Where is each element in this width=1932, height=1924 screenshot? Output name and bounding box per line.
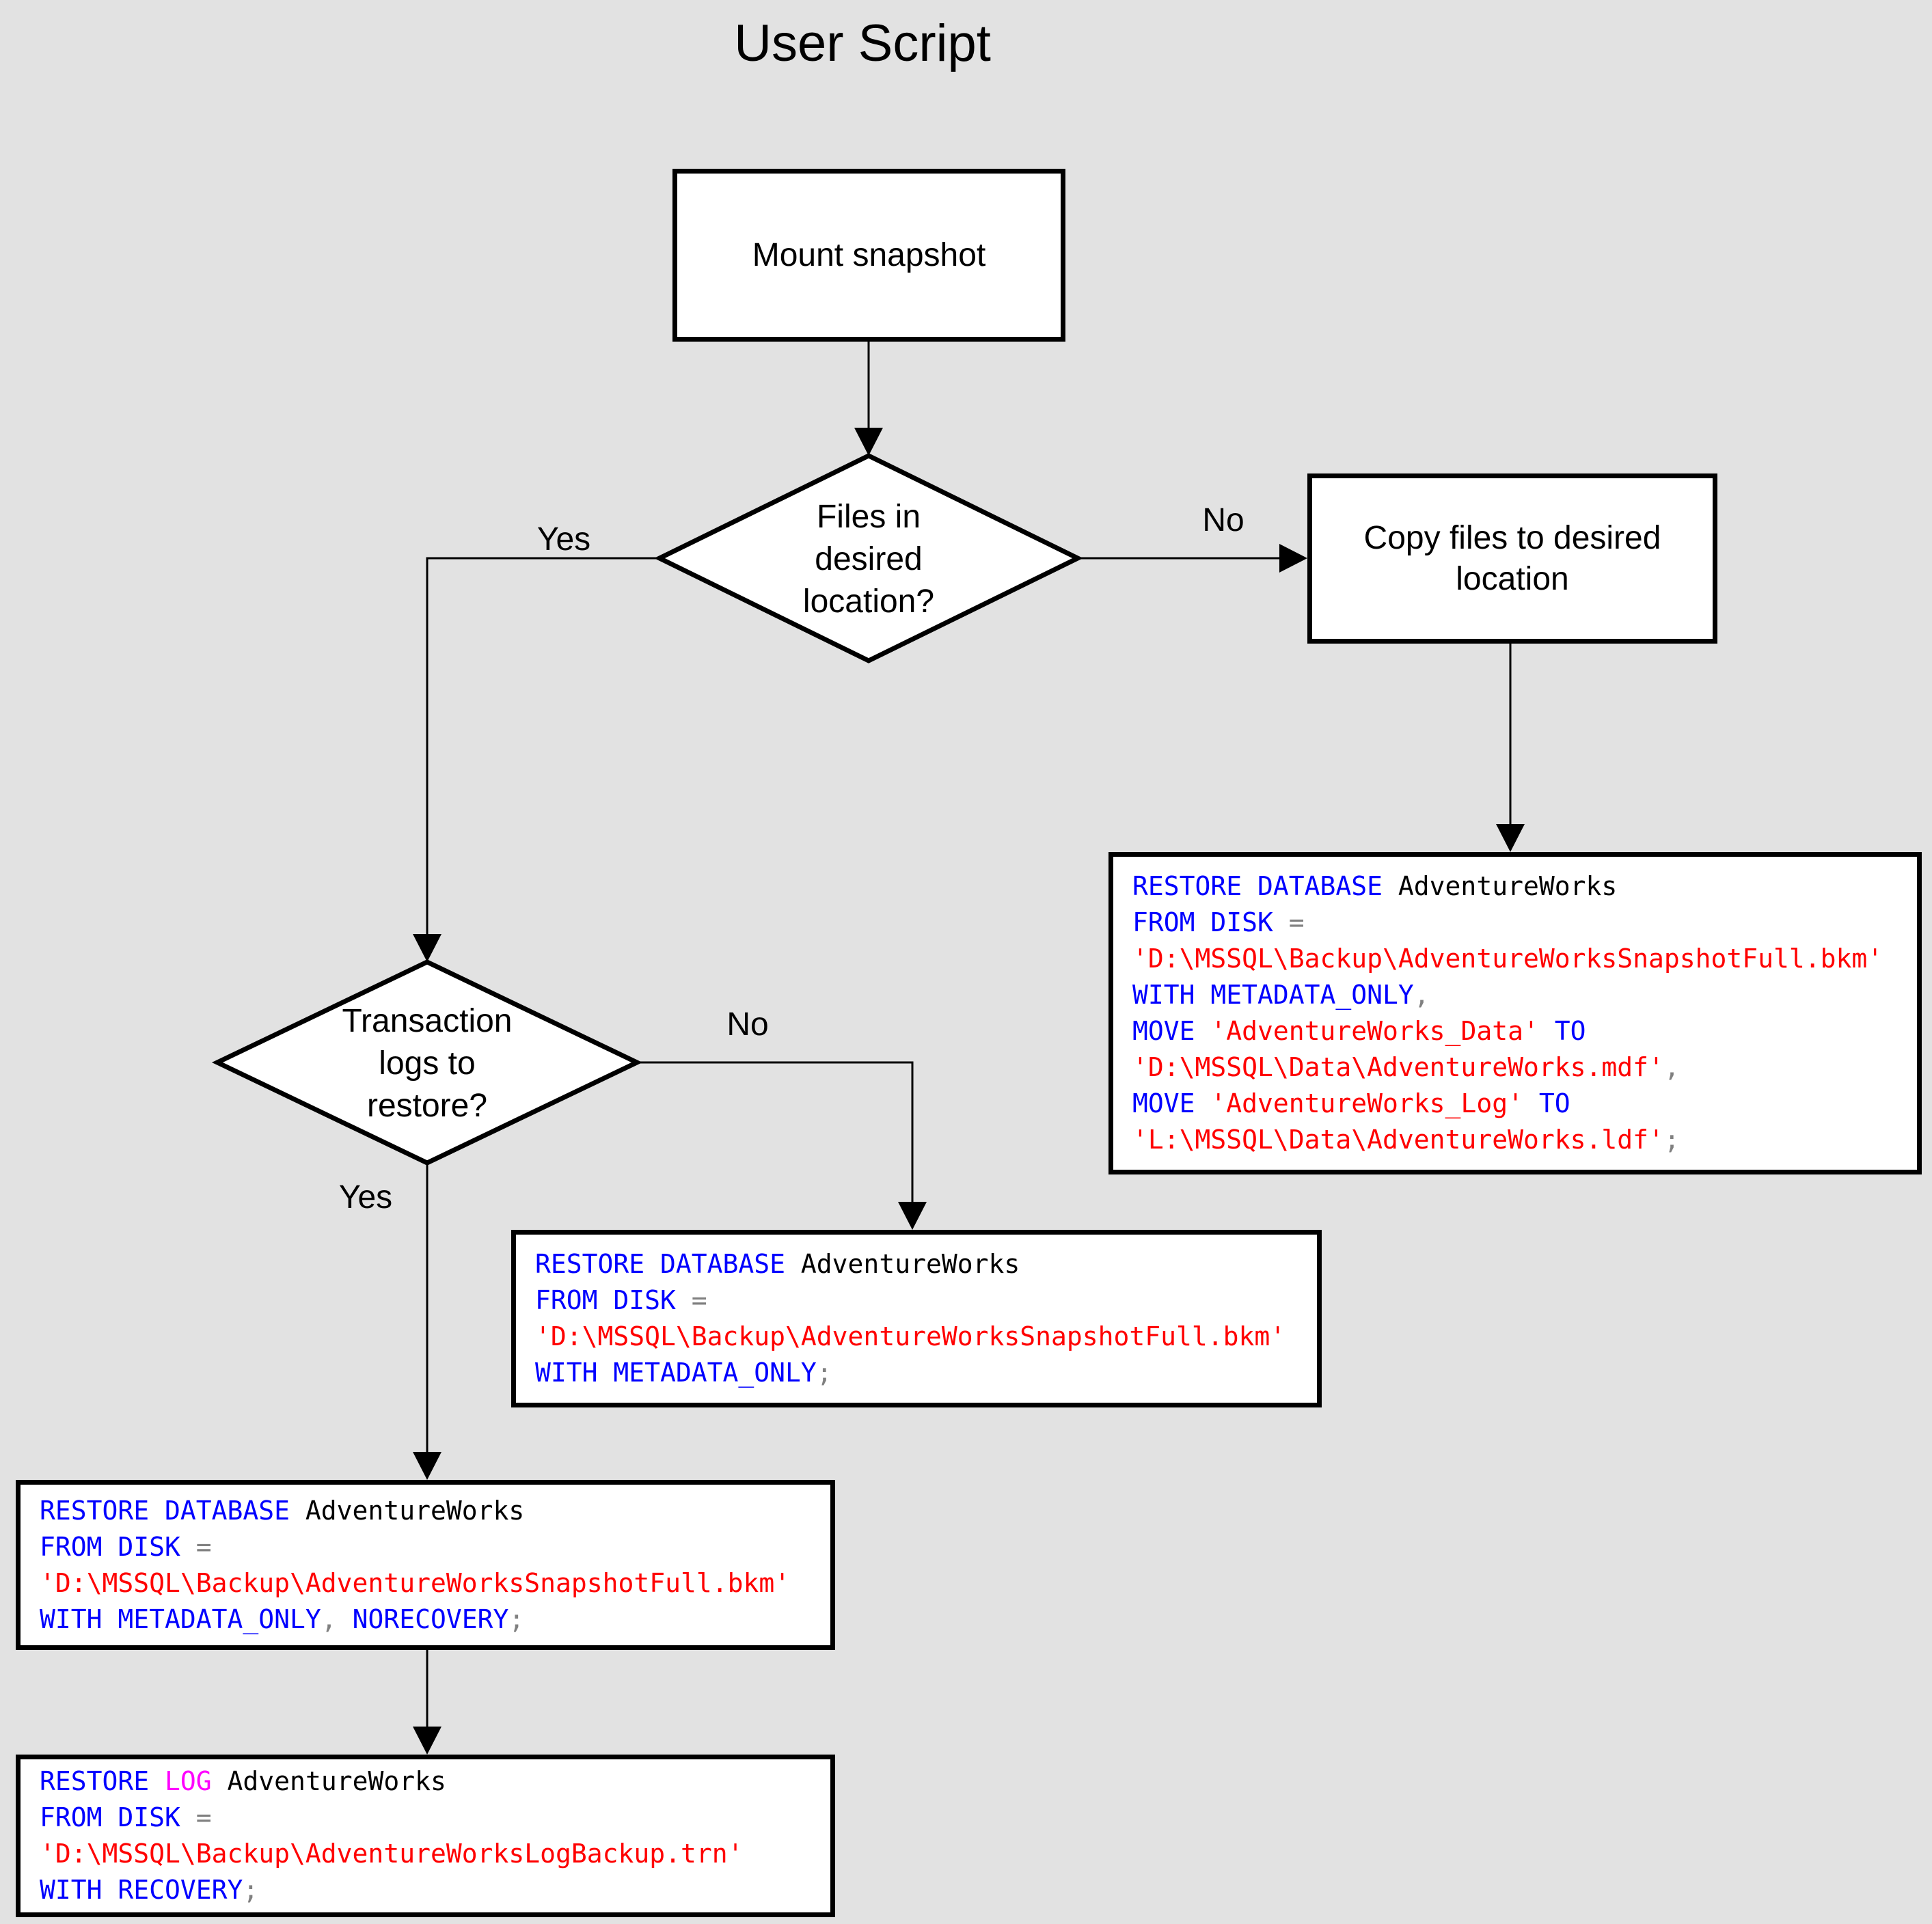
code-line: 'D:\MSSQL\Data\AdventureWorks.mdf',: [1132, 1049, 1917, 1086]
edge-logs-no-to-restore-metadata: [637, 1061, 914, 1206]
code-token: RESTORE DATABASE: [1132, 871, 1383, 901]
arrowhead-copy-box: [1279, 544, 1307, 573]
code-token: 'D:\MSSQL\Backup\AdventureWorksSnapshotF…: [535, 1321, 1286, 1351]
code-token: AdventureWorks: [1383, 871, 1618, 901]
code-token: 'D:\MSSQL\Backup\AdventureWorksSnapshotF…: [1132, 944, 1883, 974]
code-token: AdventureWorks: [785, 1249, 1020, 1279]
code-token: =: [675, 1285, 707, 1315]
edge-label-logs-yes: Yes: [338, 1179, 393, 1215]
code-token: ;: [243, 1875, 259, 1905]
code-line: WITH METADATA_ONLY, NORECOVERY;: [40, 1602, 830, 1638]
logs-decision-line2: logs to: [379, 1045, 476, 1082]
node-copy-files-label-line2: location: [1456, 560, 1569, 597]
code-token: ,: [1663, 1052, 1680, 1082]
code-token: FROM DISK: [40, 1802, 180, 1832]
code-token: LOG: [165, 1766, 212, 1796]
code-token: ,: [1413, 980, 1430, 1010]
arrowhead-restore-move: [1496, 824, 1525, 852]
logs-decision-line3: restore?: [366, 1088, 488, 1124]
code-line: MOVE 'AdventureWorks_Log' TO: [1132, 1086, 1917, 1122]
code-token: WITH RECOVERY: [40, 1875, 243, 1905]
code-token: 'AdventureWorks_Data': [1210, 1016, 1539, 1046]
code-line: FROM DISK =: [535, 1282, 1317, 1319]
code-token: AdventureWorks: [290, 1495, 525, 1526]
code-token: 'D:\MSSQL\Backup\AdventureWorksLogBackup…: [40, 1839, 744, 1869]
arrowhead-logs-decision: [413, 934, 441, 962]
code-token: ,: [321, 1604, 337, 1634]
code-token: FROM DISK: [40, 1531, 180, 1562]
code-line: RESTORE DATABASE AdventureWorks: [40, 1493, 830, 1529]
code-token: 'AdventureWorks_Log': [1210, 1088, 1523, 1118]
code-token: ;: [816, 1358, 832, 1388]
arrowhead-restore-metadata: [898, 1202, 927, 1230]
code-line: RESTORE DATABASE AdventureWorks: [535, 1246, 1317, 1282]
code-line: 'D:\MSSQL\Backup\AdventureWorksSnapshotF…: [1132, 941, 1917, 977]
code-token: =: [1273, 907, 1305, 937]
node-logs-decision-label: Transaction logs to restore?: [342, 1000, 513, 1127]
arrowhead-files-decision: [854, 428, 883, 456]
code-token: =: [180, 1531, 212, 1562]
node-mount-snapshot-label: Mount snapshot: [752, 236, 986, 273]
code-token: 'L:\MSSQL\Data\AdventureWorks.ldf': [1132, 1125, 1664, 1155]
code-token: RESTORE DATABASE: [40, 1495, 290, 1526]
edge-label-logs-no: No: [726, 1006, 769, 1043]
code-token: AdventureWorks: [211, 1766, 446, 1796]
code-token: MOVE: [1132, 1088, 1211, 1118]
code-token: FROM DISK: [535, 1285, 676, 1315]
code-line: 'L:\MSSQL\Data\AdventureWorks.ldf';: [1132, 1122, 1917, 1158]
code-line: RESTORE LOG AdventureWorks: [40, 1763, 830, 1800]
code-token: MOVE: [1132, 1016, 1211, 1046]
node-files-decision-label: Files in desired location?: [803, 496, 934, 623]
code-line: 'D:\MSSQL\Backup\AdventureWorksSnapshotF…: [40, 1565, 830, 1602]
code-token: RESTORE: [40, 1766, 165, 1796]
code-line: MOVE 'AdventureWorks_Data' TO: [1132, 1013, 1917, 1049]
node-files-decision-shape: [654, 453, 1083, 663]
code-token: 'D:\MSSQL\Data\AdventureWorks.mdf': [1132, 1052, 1664, 1082]
files-decision-line3: location?: [802, 583, 935, 620]
code-token: RESTORE DATABASE: [535, 1249, 786, 1279]
page-title: User Script: [734, 14, 991, 72]
edge-label-files-no: No: [1202, 502, 1244, 538]
node-mount-snapshot: Mount snapshot: [672, 169, 1065, 342]
edge-label-files-yes: Yes: [536, 521, 591, 558]
code-token: 'D:\MSSQL\Backup\AdventureWorksSnapshotF…: [40, 1567, 791, 1598]
code-token: TO: [1523, 1088, 1570, 1118]
node-copy-files: Copy files to desired location: [1307, 473, 1717, 644]
code-line: 'D:\MSSQL\Backup\AdventureWorksSnapshotF…: [535, 1319, 1317, 1355]
code-line: 'D:\MSSQL\Backup\AdventureWorksLogBackup…: [40, 1836, 830, 1872]
code-token: WITH METADATA_ONLY: [1132, 980, 1414, 1010]
code-token: =: [180, 1802, 212, 1832]
arrowhead-restore-log: [413, 1727, 441, 1755]
code-token: NORECOVERY: [336, 1604, 509, 1634]
files-decision-line2: desired: [815, 541, 923, 577]
code-line: WITH RECOVERY;: [40, 1872, 830, 1908]
code-line: RESTORE DATABASE AdventureWorks: [1132, 868, 1917, 905]
code-token: FROM DISK: [1132, 907, 1273, 937]
code-token: ;: [508, 1604, 525, 1634]
code-line: FROM DISK =: [40, 1529, 830, 1565]
code-token: WITH METADATA_ONLY: [40, 1604, 321, 1634]
code-token: TO: [1538, 1016, 1586, 1046]
code-line: WITH METADATA_ONLY,: [1132, 977, 1917, 1013]
code-token: WITH METADATA_ONLY: [535, 1358, 817, 1388]
node-copy-files-label-line1: Copy files to desired: [1363, 519, 1661, 556]
code-line: WITH METADATA_ONLY;: [535, 1355, 1317, 1391]
code-line: FROM DISK =: [40, 1800, 830, 1836]
arrowhead-restore-norecovery: [413, 1452, 441, 1480]
code-line: FROM DISK =: [1132, 905, 1917, 941]
code-token: ;: [1663, 1125, 1680, 1155]
edge-files-yes-to-logs-decision: [426, 557, 659, 938]
node-logs-decision-shape: [211, 959, 643, 1166]
logs-decision-line1: Transaction: [342, 1003, 513, 1039]
files-decision-line1: Files in: [816, 499, 921, 535]
